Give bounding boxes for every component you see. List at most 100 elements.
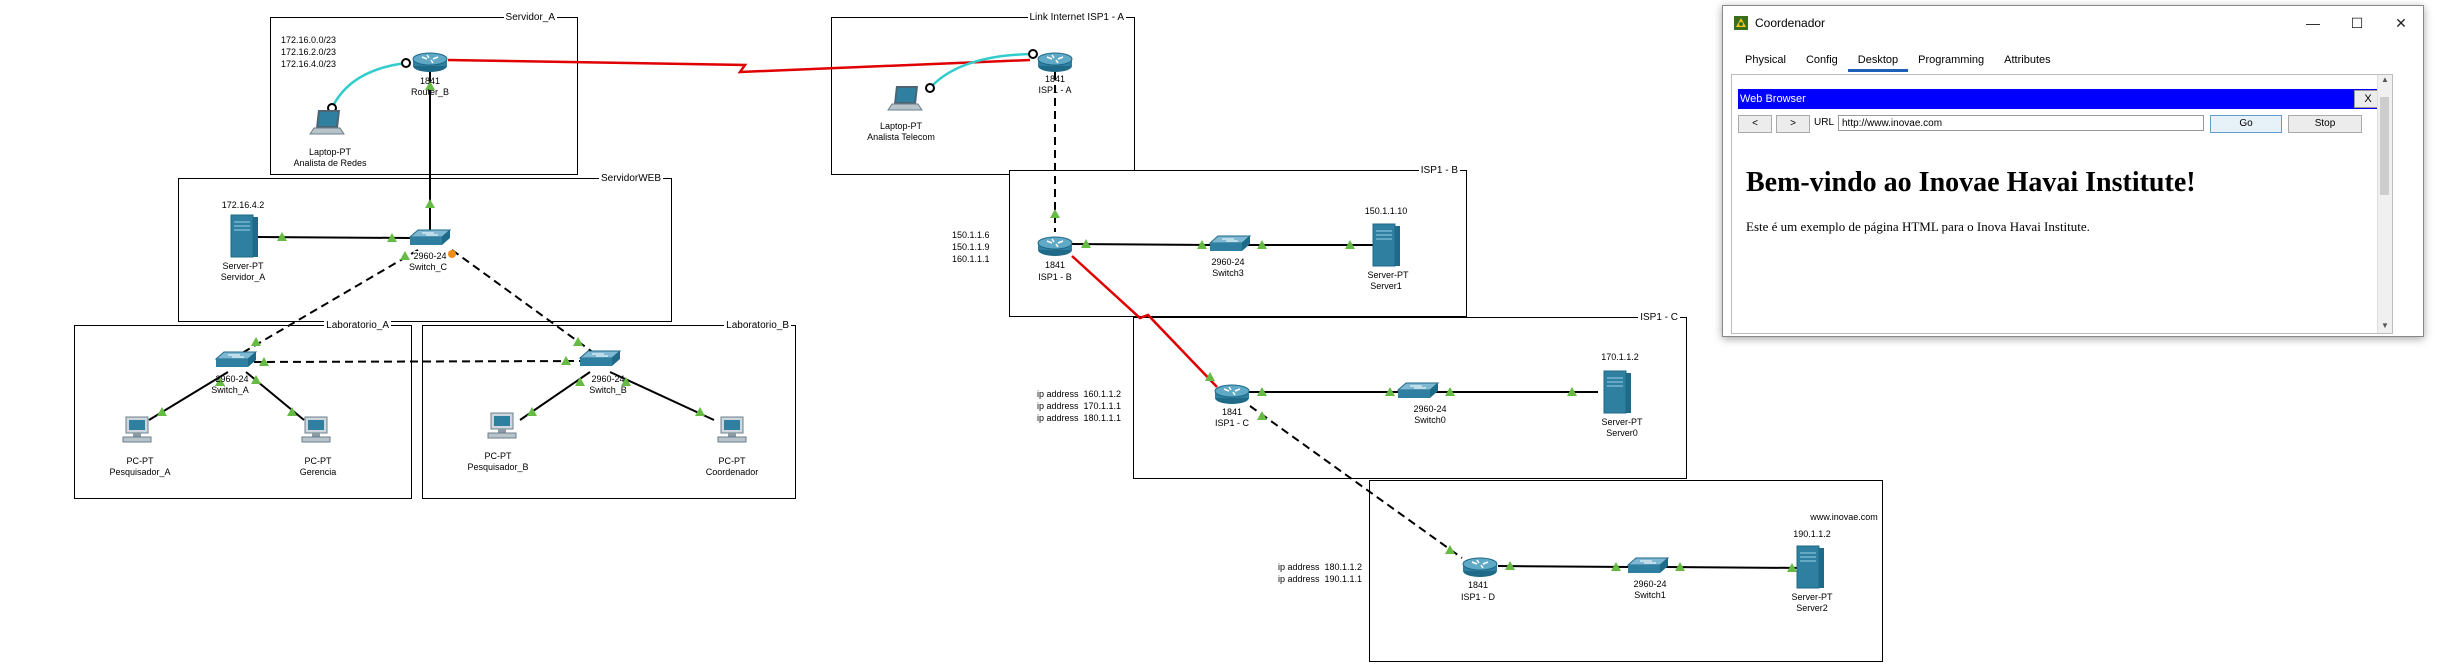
switch0-icon xyxy=(1397,382,1439,399)
area-link-isp1a[interactable]: Link Internet ISP1 - A xyxy=(831,12,1135,175)
scroll-up-icon[interactable]: ▲ xyxy=(2381,75,2389,84)
window-title: Coordenador xyxy=(1755,16,1826,30)
device-model-label: 1841 xyxy=(1044,74,1066,84)
back-button[interactable]: < xyxy=(1738,115,1772,133)
device-name-label: Analista Telecom xyxy=(867,132,935,142)
vertical-scrollbar[interactable]: ▲ ▼ xyxy=(2377,75,2392,333)
tab-physical[interactable]: Physical xyxy=(1745,54,1786,66)
ethernet-link xyxy=(1665,566,1806,569)
device-domain-label: www.inovae.com xyxy=(1810,512,1878,522)
device-name-label: Switch1 xyxy=(1634,590,1666,600)
maximize-button[interactable]: ☐ xyxy=(2350,14,2364,31)
device-ip-label: 170.1.1.2 xyxy=(1601,352,1639,362)
router-b-networks-note: 172.16.0.0/23 172.16.2.0/23 172.16.4.0/2… xyxy=(281,34,337,70)
server0-icon xyxy=(1603,370,1632,414)
device-model-label: PC-PT xyxy=(304,456,332,466)
area-servidor-web[interactable]: ServidorWEB xyxy=(178,173,672,322)
pc-pesquisador-a-icon xyxy=(122,416,152,443)
minimize-button[interactable]: — xyxy=(2306,15,2320,31)
page-paragraph: Este é um exemplo de página HTML para o … xyxy=(1746,219,2090,234)
device-model-label: 2960-24 xyxy=(413,251,447,261)
tab-config[interactable]: Config xyxy=(1805,54,1838,66)
device-name-label: Server2 xyxy=(1796,603,1828,613)
area-title: Laboratorio_A xyxy=(324,320,391,331)
isp1a-router-icon xyxy=(1037,52,1073,73)
url-input[interactable]: http://www.inovae.com xyxy=(1838,115,2204,131)
crossover-link xyxy=(451,249,599,357)
device-model-label: Server-PT xyxy=(1601,417,1643,427)
server1-icon xyxy=(1372,223,1401,267)
laptop-telecom-icon xyxy=(887,85,923,111)
tab-desktop[interactable]: Desktop xyxy=(1847,48,1909,72)
page-heading: Bem-vindo ao Inovae Havai Institute! xyxy=(1746,167,2196,198)
isp1d-ip-note: ip address 180.1.1.2 ip address 190.1.1.… xyxy=(1278,561,1363,585)
device-model-label: 1841 xyxy=(1044,260,1066,270)
device-name-label: ISP1 - D xyxy=(1460,592,1496,602)
console-link xyxy=(330,61,407,109)
device-model-label: 1841 xyxy=(1221,407,1243,417)
serial-link xyxy=(1071,255,1218,388)
device-window[interactable]: Coordenador — ☐ ✕ Physical Config Deskto… xyxy=(1722,5,2424,337)
stop-button[interactable]: Stop xyxy=(2288,115,2362,133)
device-model-label: 2960-24 xyxy=(1633,579,1667,589)
scroll-down-icon[interactable]: ▼ xyxy=(2381,321,2389,330)
desktop-panel: Web Browser X < > URL http://www.inovae.… xyxy=(1731,74,2393,334)
device-ip-label: 172.16.4.2 xyxy=(221,200,265,210)
device-name-label: Coordenador xyxy=(705,467,759,477)
device-name-label: Server0 xyxy=(1606,428,1638,438)
device-name-label: Analista de Redes xyxy=(293,158,367,168)
device-ip-label: 190.1.1.2 xyxy=(1793,529,1831,539)
area-title: Link Internet ISP1 - A xyxy=(1027,12,1126,23)
crossover-link xyxy=(253,360,583,363)
close-window-button[interactable]: ✕ xyxy=(2395,14,2407,31)
web-browser-title: Web Browser xyxy=(1740,93,1806,105)
device-model-label: Server-PT xyxy=(1791,592,1833,602)
tab-programming[interactable]: Programming xyxy=(1918,54,1985,66)
switch-b-icon xyxy=(579,350,621,367)
console-link xyxy=(929,52,1034,89)
go-button[interactable]: Go xyxy=(2210,115,2282,133)
crossover-link xyxy=(236,249,419,357)
device-name-label: Switch_B xyxy=(589,385,627,395)
forward-button[interactable]: > xyxy=(1776,115,1810,133)
device-model-label: Server-PT xyxy=(222,261,264,271)
device-name-label: ISP1 - B xyxy=(1038,272,1072,282)
device-name-label: Switch_C xyxy=(408,262,448,272)
switch-a-icon xyxy=(215,351,257,368)
device-model-label: PC-PT xyxy=(126,456,154,466)
device-model-label: 2960-24 xyxy=(591,374,625,384)
area-title: Servidor_A xyxy=(503,12,557,23)
device-name-label: Servidor_A xyxy=(220,272,266,282)
device-model-label: 1841 xyxy=(1467,580,1489,590)
server2-icon xyxy=(1796,545,1825,589)
device-tabs: Physical Config Desktop Programming Attr… xyxy=(1735,48,2061,72)
switch-c-icon xyxy=(409,229,451,246)
window-titlebar[interactable]: Coordenador — ☐ ✕ xyxy=(1723,6,2423,40)
area-title: ISP1 - B xyxy=(1418,165,1460,176)
device-name-label: Gerencia xyxy=(299,467,337,477)
ethernet-link xyxy=(1071,243,1213,246)
crossover-link xyxy=(1249,405,1463,559)
isp1c-ip-note: ip address 160.1.1.2 ip address 170.1.1.… xyxy=(1037,388,1122,424)
laptop-redes-icon xyxy=(309,109,345,135)
device-name-label: Pesquisador_A xyxy=(109,467,171,477)
device-name-label: Router_B xyxy=(410,87,450,97)
device-name-label: Pesquisador_B xyxy=(467,462,529,472)
isp1d-router-icon xyxy=(1462,557,1498,578)
url-label: URL xyxy=(1814,117,1835,128)
scroll-thumb[interactable] xyxy=(2380,97,2389,195)
device-model-label: PC-PT xyxy=(718,456,746,466)
isp1b-router-icon xyxy=(1037,236,1073,257)
device-name-label: Server1 xyxy=(1370,281,1402,291)
ethernet-link xyxy=(1497,565,1631,568)
isp1b-ip-note: 150.1.1.6 150.1.1.9 160.1.1.1 xyxy=(952,229,990,265)
device-model-label: 2960-24 xyxy=(215,374,249,384)
web-browser-titlebar: Web Browser X xyxy=(1738,89,2384,109)
serial-link xyxy=(447,58,1031,74)
servidor-a-server-icon xyxy=(230,214,259,258)
device-ip-label: 150.1.1.10 xyxy=(1364,206,1408,216)
device-name-label: ISP1 - C xyxy=(1214,418,1250,428)
switch3-icon xyxy=(1209,235,1251,252)
tab-attributes[interactable]: Attributes xyxy=(2004,54,2051,66)
